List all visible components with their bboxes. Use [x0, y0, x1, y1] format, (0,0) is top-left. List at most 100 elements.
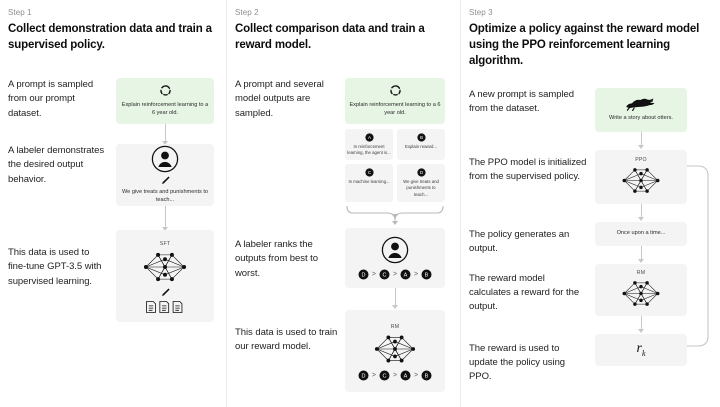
rank-badge-2: C [379, 269, 390, 280]
rank-badge-4: B [421, 269, 432, 280]
step-2-caption-1: A prompt and several model outputs are s… [235, 78, 324, 119]
neural-network-icon [618, 276, 664, 311]
step-3-column: Step 3 Optimize a policy against the rew… [460, 0, 720, 407]
arrow-down [636, 203, 646, 222]
prompt-card: Write a story about otters. [595, 87, 687, 132]
ppo-card: PPO [595, 149, 687, 204]
rank-badge-1: D [358, 370, 369, 381]
output-option-d: D We give treats and punishments to teac… [397, 164, 445, 202]
rank-separator: > [392, 270, 398, 278]
step-3-block-3: The policy generates an output. Once upo… [469, 221, 708, 264]
option-badge-a: A [364, 133, 374, 142]
step-3-caption-2: The PPO model is initialized from the su… [469, 156, 587, 183]
output-card: Once upon a time... [595, 221, 687, 246]
arrow-down [636, 131, 646, 150]
rm-tag: RM [636, 270, 646, 277]
svg-text:A: A [404, 373, 408, 379]
labeler-card: We give treats and punishments to teach.… [116, 143, 214, 206]
step-2-label: Step 2 [235, 8, 259, 17]
option-badge-c: C [364, 168, 374, 177]
sft-tag: SFT [159, 240, 171, 247]
output-option-c: C In machine learning... [345, 164, 393, 202]
step-3-block-5: The reward is used to update the policy … [469, 333, 708, 385]
rm-card: RM [595, 263, 687, 316]
pencil-icon [160, 287, 171, 298]
option-badge-d: D [416, 168, 426, 177]
otter-icon [624, 97, 658, 111]
option-badge-b: B [416, 133, 426, 142]
step-3-caption-5: The reward is used to update the policy … [469, 342, 566, 383]
prompt-card-text: Write a story about otters. [609, 114, 673, 121]
step-3-block-2: The PPO model is initialized from the su… [469, 149, 708, 222]
ppo-tag: PPO [635, 157, 647, 164]
rank-separator: > [414, 371, 419, 379]
arrow-down [160, 123, 170, 146]
step-1-title: Collect demonstration data and train a s… [8, 23, 212, 51]
model-outputs-grid: A In reinforcement learning, the agent i… [345, 128, 445, 202]
output-option-d-text: We give treats and punishments to teach.… [403, 179, 439, 197]
prompt-card: Explain reinforcement learning to a 6 ye… [116, 77, 214, 124]
step-2-caption-3: This data is used to train our reward mo… [235, 326, 338, 353]
neural-network-icon [139, 247, 191, 287]
output-option-c-text: In machine learning... [348, 179, 390, 185]
step-3-title: Optimize a policy against the reward mod… [469, 23, 700, 67]
arrow-down [390, 287, 400, 310]
output-option-a: A In reinforcement learning, the agent i… [345, 128, 393, 161]
reward-symbol: rk [636, 341, 646, 358]
step-3-caption-3: The policy generates an output. [469, 228, 570, 255]
svg-text:D: D [361, 272, 365, 278]
rm-card: RM [345, 309, 445, 392]
ranking-row: D > C > A > B [358, 269, 432, 280]
step-2-block-3: This data is used to train our reward mo… [235, 309, 448, 392]
step-2-column: Step 2 Collect comparison data and train… [226, 0, 460, 407]
labeler-person-icon [151, 145, 179, 173]
prompt-card: Explain reinforcement learning to a 6 ye… [345, 77, 445, 124]
labeler-card-text: We give treats and punishments to teach.… [121, 188, 209, 204]
step-1-caption-1: A prompt is sampled from our prompt data… [8, 78, 94, 119]
svg-text:A: A [404, 272, 408, 278]
rank-badge-3: A [400, 269, 411, 280]
output-option-a-text: In reinforcement learning, the agent is.… [347, 143, 391, 155]
labeler-person-icon [381, 236, 409, 264]
curly-brace-icon [345, 204, 445, 226]
pencil-icon [160, 175, 171, 186]
rank-separator: > [392, 371, 398, 379]
ranking-row: D > C > A > B [358, 370, 432, 381]
output-option-b-text: Explain reward... [404, 143, 437, 149]
step-1-block-3: This data is used to fine-tune GPT-3.5 w… [8, 229, 214, 322]
loading-spinner-icon [159, 84, 172, 97]
svg-text:B: B [425, 373, 429, 379]
rank-separator: > [414, 270, 419, 278]
svg-text:C: C [367, 170, 371, 175]
rank-badge-4: B [421, 370, 432, 381]
svg-text:C: C [382, 373, 386, 379]
svg-text:A: A [367, 135, 370, 140]
svg-text:B: B [419, 135, 422, 140]
prompt-card-text: Explain reinforcement learning to a 6 ye… [121, 101, 209, 117]
svg-text:D: D [361, 373, 365, 379]
step-3-caption-4: The reward model calculates a reward for… [469, 272, 580, 313]
neural-network-icon [618, 163, 664, 198]
step-2-block-1: A prompt and several model outputs are s… [235, 77, 448, 226]
svg-text:D: D [419, 170, 423, 175]
loading-spinner-icon [389, 84, 402, 97]
arrow-down [636, 315, 646, 334]
step-3-label: Step 3 [469, 8, 493, 17]
step-3-block-4: The reward model calculates a reward for… [469, 263, 708, 334]
neural-network-icon [370, 330, 420, 368]
ranking-card: D > C > A > B [345, 227, 445, 288]
arrow-down [160, 205, 170, 232]
step-1-caption-2: A labeler demonstrates the desired outpu… [8, 144, 105, 185]
arrow-down [636, 245, 646, 264]
step-2-title: Collect comparison data and train a rewa… [235, 23, 425, 51]
step-1-block-2: A labeler demonstrates the desired outpu… [8, 143, 214, 232]
rank-badge-2: C [379, 370, 390, 381]
output-option-b: B Explain reward... [397, 128, 445, 161]
sft-card: SFT [116, 229, 214, 322]
rm-tag: RM [390, 323, 400, 330]
rank-badge-3: A [400, 370, 411, 381]
svg-text:C: C [382, 272, 386, 278]
svg-text:B: B [425, 272, 429, 278]
rank-badge-1: D [358, 269, 369, 280]
